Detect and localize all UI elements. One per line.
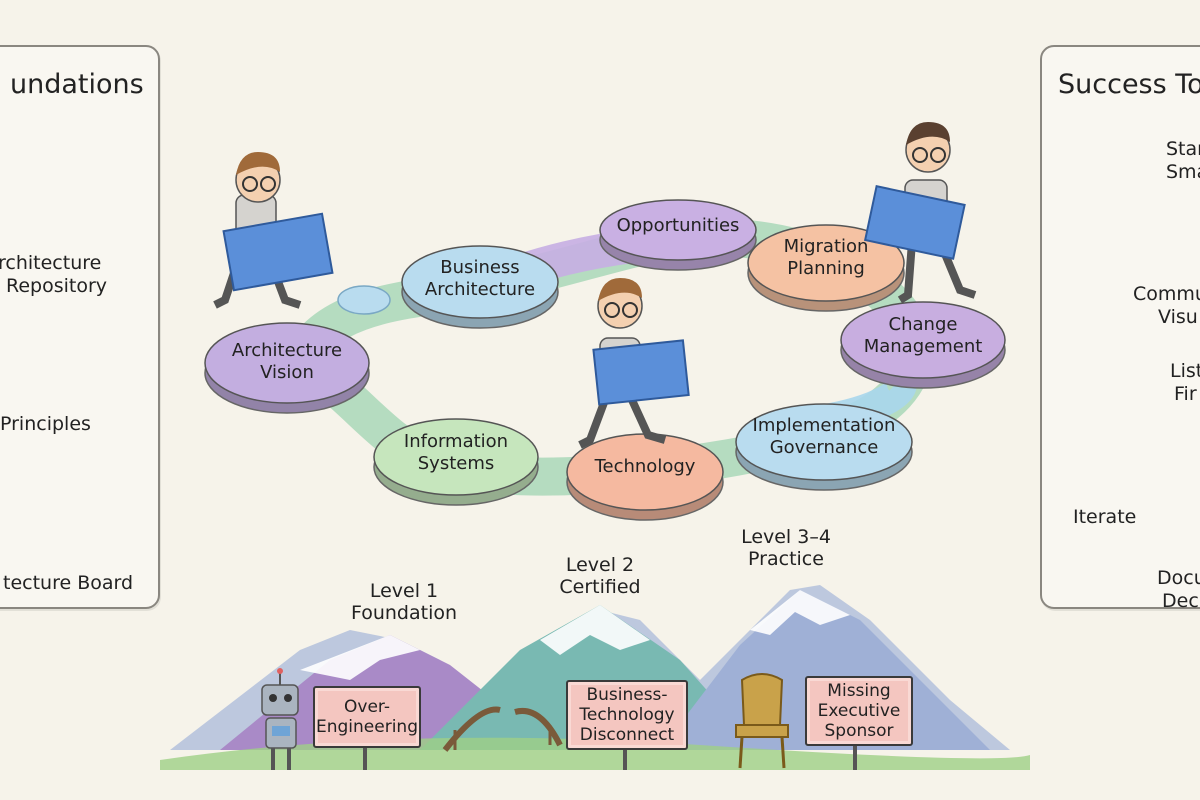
- success-tools-title: Success To: [1058, 69, 1200, 100]
- listen-first-line1: List: [1170, 360, 1200, 382]
- migration-planning-disc: [747, 224, 905, 312]
- implementation-governance-disc: [735, 403, 913, 491]
- success-tools-panel: Success To: [1040, 45, 1200, 609]
- technology-disc: [566, 433, 724, 521]
- information-systems-disc: [373, 418, 539, 506]
- start-small-line1: Star: [1166, 138, 1200, 160]
- start-small-line2: Sma: [1166, 161, 1200, 183]
- business-architecture-disc: [401, 245, 559, 329]
- phase-discs: [204, 199, 1006, 521]
- iterate-label: Iterate: [1073, 506, 1137, 528]
- empty-chair-icon: [735, 673, 789, 769]
- architect-character-center: [578, 278, 690, 449]
- architect-character-left: [213, 152, 334, 309]
- broken-bridge-icon: [442, 706, 563, 752]
- communicate-visually-line2: Visu: [1158, 306, 1198, 328]
- document-decisions-line1: Docu: [1157, 567, 1200, 589]
- architecture-repository-label-line2: Repository: [6, 275, 108, 297]
- phase-technology: Technology: [594, 456, 696, 477]
- listen-first-line2: Fir: [1174, 383, 1197, 405]
- communicate-visually-line1: Commu: [1133, 283, 1200, 305]
- robot-icon: [261, 668, 299, 770]
- foundations-title: undations: [10, 69, 144, 100]
- phase-opportunities: Opportunities: [616, 215, 740, 236]
- change-management-disc: [840, 301, 1006, 389]
- over-engineering-sign: Over-Engineering: [313, 686, 421, 748]
- architect-character-right: [863, 122, 977, 304]
- architecture-repository-label-line1: rchitecture: [0, 252, 102, 274]
- foundations-panel: undations: [0, 45, 160, 609]
- document-decisions-line2: Deci: [1162, 590, 1200, 612]
- principles-label: Principles: [0, 413, 91, 435]
- opportunities-disc: [599, 199, 757, 271]
- architecture-vision-disc: [204, 322, 370, 414]
- architecture-board-label: tecture Board: [3, 572, 134, 594]
